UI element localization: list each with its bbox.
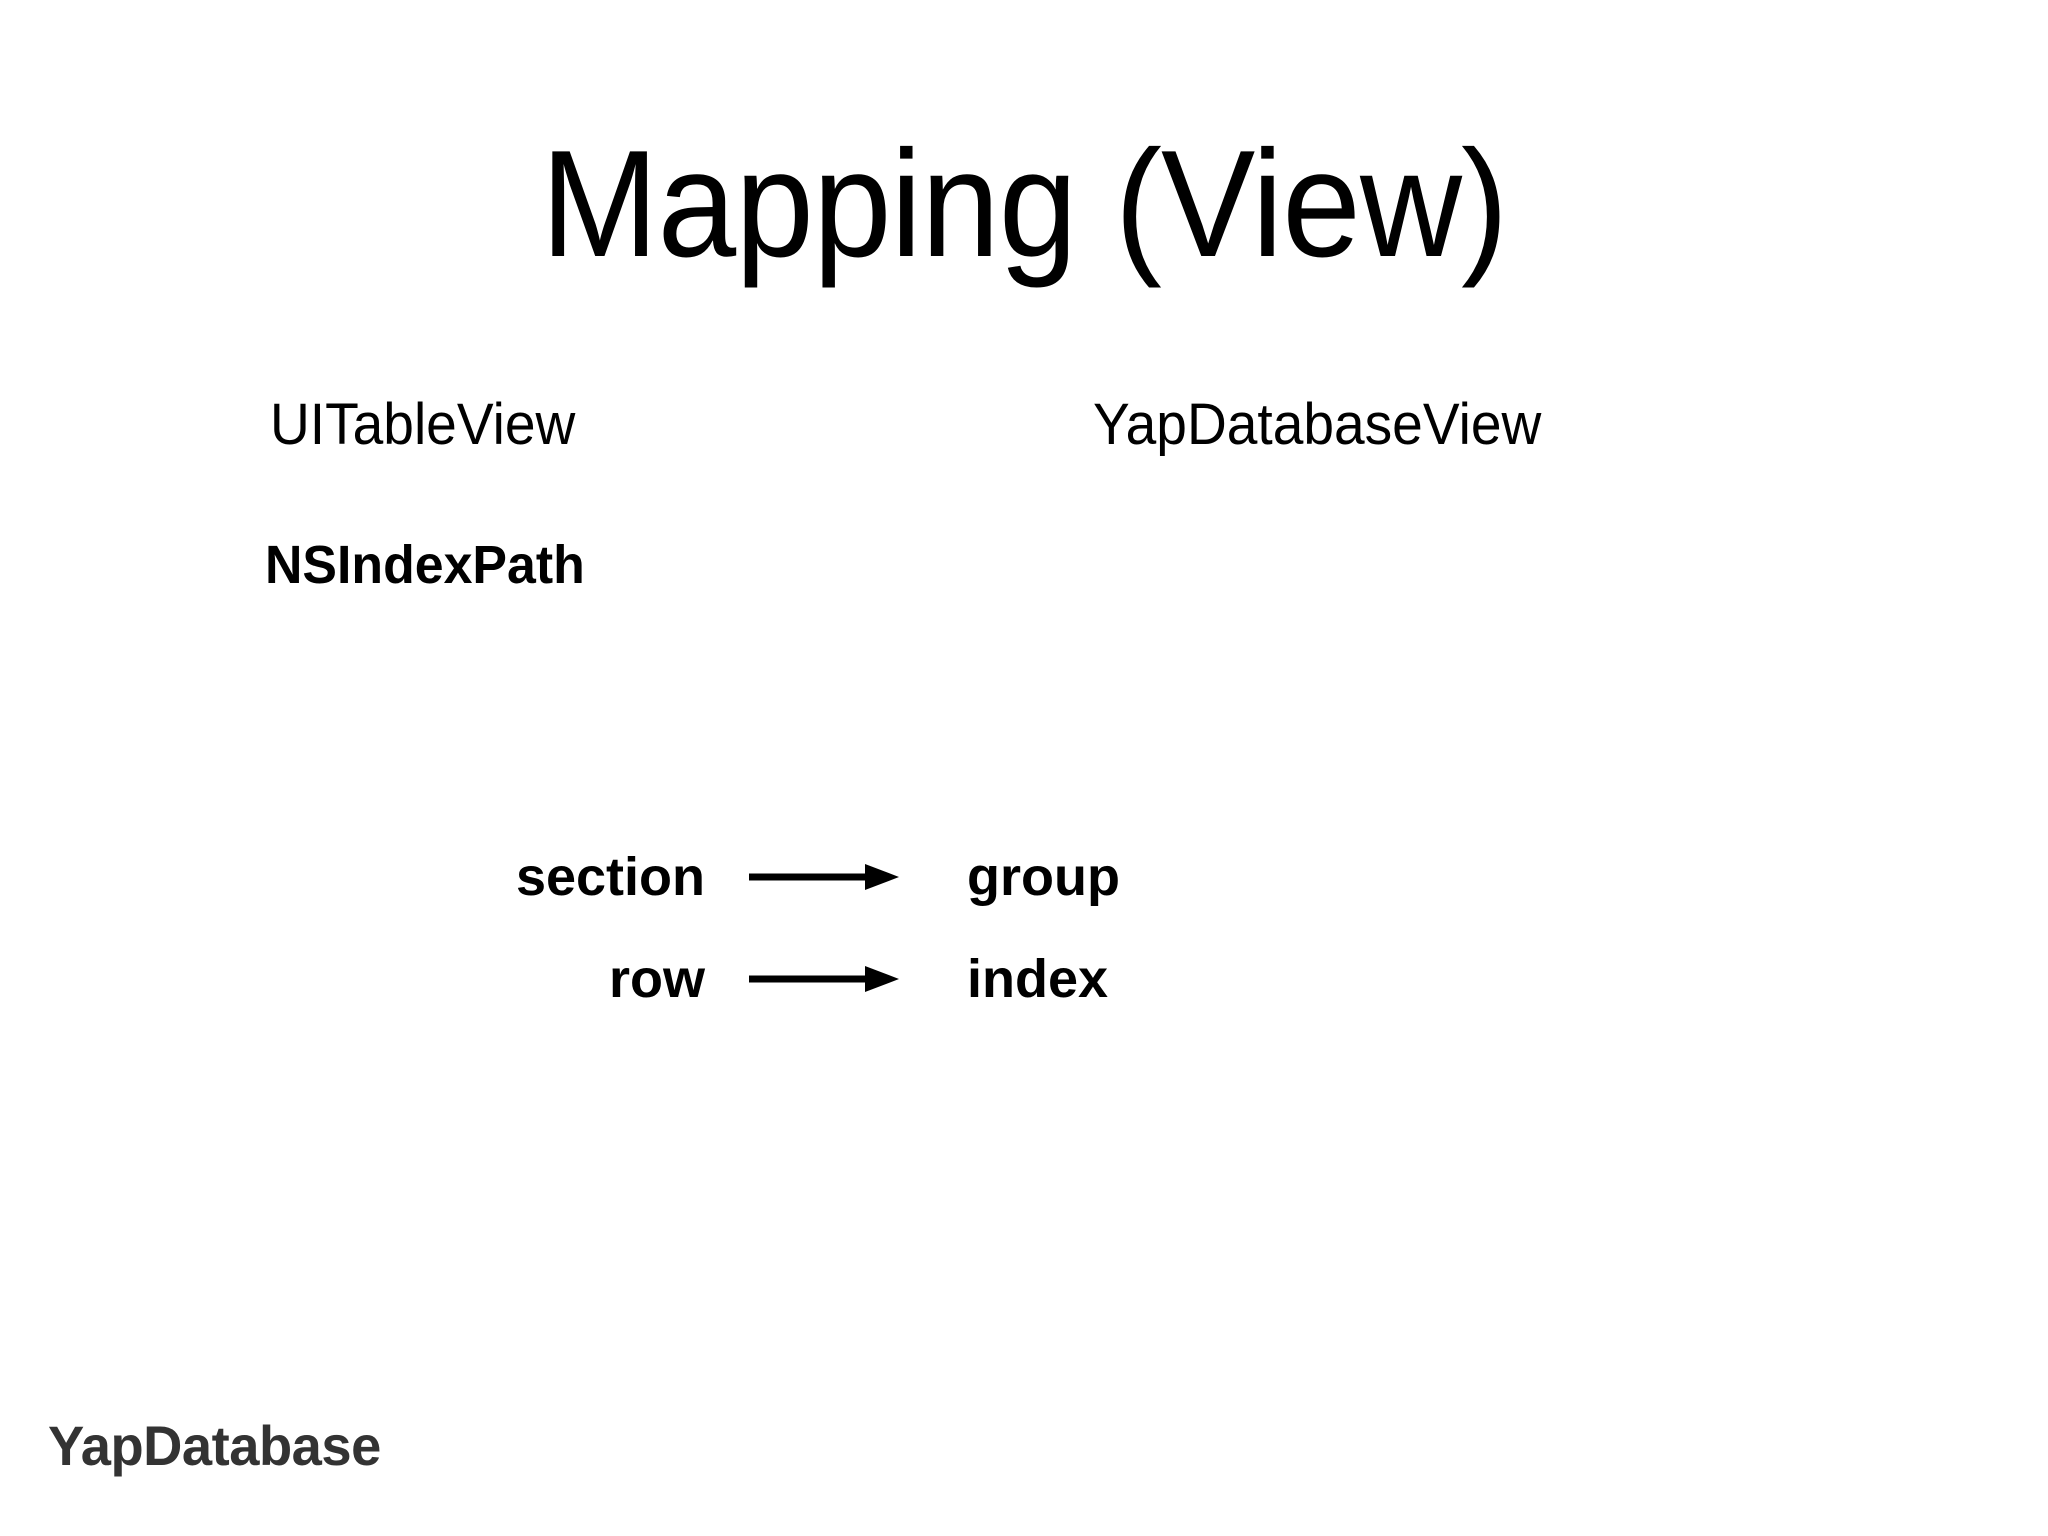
arrow-right-icon xyxy=(705,862,945,892)
mapping-target-label: index xyxy=(967,949,1109,1009)
arrow-right-icon xyxy=(705,964,945,994)
column-header-yapdatabaseview: YapDatabaseView xyxy=(1093,392,1542,457)
mapping-source-label: section xyxy=(515,847,705,907)
mapping-target-label: group xyxy=(967,847,1120,907)
column-header-uitableview: UITableView xyxy=(270,392,576,457)
mapping-row: section group xyxy=(300,840,1700,914)
page-title: Mapping (View) xyxy=(540,119,1508,289)
mapping-row: row index xyxy=(300,942,1700,1016)
struct-label-nsindexpath: NSIndexPath xyxy=(265,535,585,595)
footer-brand: YapDatabase xyxy=(48,1414,381,1477)
mapping-source-label: row xyxy=(608,949,705,1009)
